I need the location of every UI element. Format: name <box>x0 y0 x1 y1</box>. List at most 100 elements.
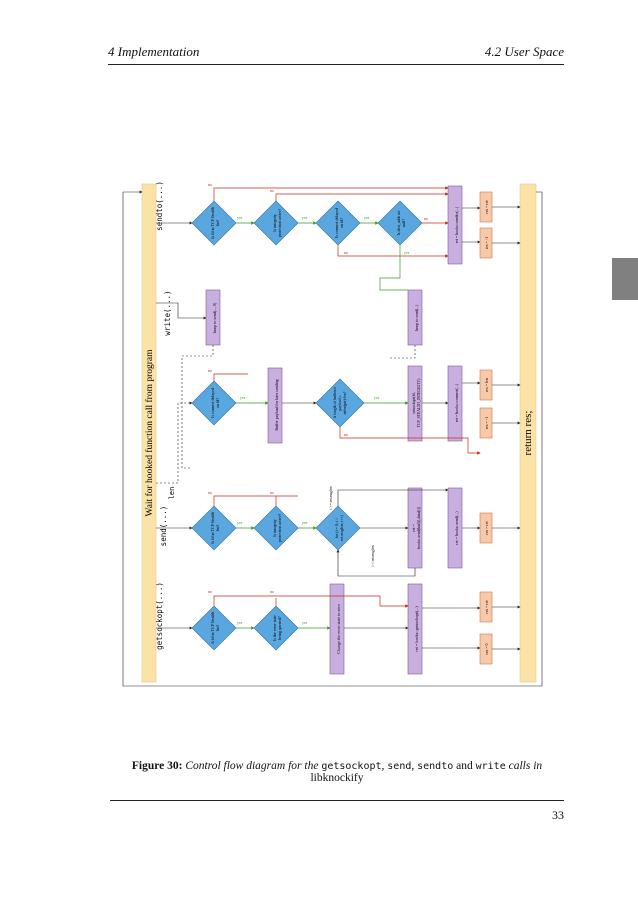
write-jump-b: Jump to send(...) <box>414 304 419 331</box>
send-no-2: no <box>270 490 274 495</box>
caption-comma-2: , <box>411 760 415 772</box>
caption-label: Figure 30: <box>131 760 183 772</box>
gso-act2: ret = hooks::getsockopt(...) <box>414 606 419 652</box>
caption-code-sendto: sendto <box>417 761 454 772</box>
conn-act1: Buffer payload for later sending <box>274 379 279 430</box>
page-number: 33 <box>552 808 564 822</box>
caption-text-calls: calls in <box>508 760 543 772</box>
control-flow-figure: Wait for hooked function call from progr… <box>118 178 554 688</box>
conn-q2-l3: strlen(ptr)-len? <box>343 391 347 414</box>
conn-no-2: no <box>344 432 348 437</box>
sendto-q4-l1: Is dest_addr set <box>396 210 401 236</box>
conn-q2-l1: Is length of buffered <box>333 387 337 418</box>
sendto-q3-no <box>337 245 449 258</box>
sendto-q4-l2: null? <box>401 219 406 227</box>
conn-ret-b: res = -1 <box>484 417 489 429</box>
gso-no-2: no <box>270 589 274 594</box>
sendto-ret-a: res = ret <box>484 200 489 214</box>
write-jump-b-dashed <box>388 345 416 359</box>
conn-yes-2: yes <box>374 395 380 400</box>
gso-q1-l2: list? <box>215 624 220 631</box>
conn-act2-l2: TCP_STEALTH_INTEGRITY) <box>417 378 421 428</box>
caption-comma-1: , <box>381 760 385 772</box>
conn-q2-l2: payload ≥ <box>338 395 342 410</box>
conn-q1-no <box>213 373 248 381</box>
action-setsockopt <box>407 365 423 442</box>
decision-connect-delayed <box>191 380 237 426</box>
decision-sendto-in-list <box>191 200 237 246</box>
write-jump-a: Jump to send(..., 0) <box>212 302 218 333</box>
sendto-yes-1: yes <box>237 215 243 220</box>
gso-no-1: no <box>208 589 212 594</box>
call-write: write(...) <box>163 290 172 335</box>
caption-and: and <box>456 760 473 772</box>
send-yes-1: yes <box>237 520 243 525</box>
send-loop-l1: for (i = 0; i < <box>334 517 339 539</box>
send-ret-call: ret = hooks::send(...) <box>454 511 459 545</box>
send-body-l1: ret = <box>411 524 416 532</box>
action-gso-change-error <box>329 583 345 675</box>
wait-label: Wait for hooked function call from progr… <box>144 349 155 517</box>
caption-code-write: write <box>475 761 506 772</box>
sendto-q1-l2: list? <box>215 219 220 226</box>
sendto-q1-l1: Is fd in TCP Stealth <box>210 207 215 239</box>
conn-act3: ret = hooks::connect(...) <box>454 383 459 422</box>
sendto-q2-l1: Is integrity <box>272 214 277 231</box>
sendto-yes-2: yes <box>302 215 308 220</box>
return-label: return res; <box>522 411 534 456</box>
action-sendto-hooks <box>447 185 463 265</box>
send-q1-no <box>213 495 298 506</box>
caption-code-send: send <box>387 761 412 772</box>
write-jump-dashed <box>181 345 214 469</box>
running-header-section: 4.2 User Space <box>484 44 564 59</box>
conn-act2-l1: setsockopt(fd, <box>412 392 417 413</box>
loop-back-line <box>122 191 543 687</box>
sendto-q3-l2: on fd? <box>339 218 344 228</box>
caption-code-getsockopt: getsockopt <box>321 761 382 772</box>
caption-libknockify: libknockify <box>310 772 364 784</box>
return-banner <box>519 183 537 683</box>
send-loop-l2: ret.msglen; i++) <box>339 514 344 541</box>
gso-q1-l1: Is fd in TCP Stealth <box>210 612 215 644</box>
sendto-no-1: no <box>208 182 212 187</box>
flowchart-svg: Wait for hooked function call from progr… <box>122 181 543 687</box>
send-ret-a: res = ret <box>484 521 489 535</box>
sendto-q4-yes <box>379 245 408 291</box>
action-gso-hooks <box>407 583 423 675</box>
wait-banner <box>141 183 157 683</box>
send-q1-l1: Is fd in TCP Stealth <box>210 512 215 544</box>
footer-rule <box>110 800 564 801</box>
sendto-q1-no <box>213 186 449 201</box>
running-header-chapter: 4 Implementation <box>108 44 200 59</box>
sendto-q2-l2: protection active? <box>277 209 282 238</box>
send-q2-l1: Is integrity <box>272 519 277 536</box>
conn-yes-1: yes <box>240 395 246 400</box>
send-yes-2: yes <box>302 520 308 525</box>
decision-send-in-list <box>191 505 237 551</box>
send-no-1: no <box>208 490 212 495</box>
send-loop-done: i >= ret.msglen <box>329 486 333 509</box>
call-getsockopt: getsockopt(...) <box>155 582 164 650</box>
gso-yes-1: yes <box>237 620 243 625</box>
send-loop-exit <box>337 488 449 506</box>
send-loop-incr: i < ret.msglen <box>371 545 375 566</box>
sendto-yes-3: yes <box>364 215 370 220</box>
send-q2-l2: protection active? <box>277 514 282 543</box>
call-send: send(...) <box>159 506 168 547</box>
gso-ret-a: res = ret <box>484 600 489 614</box>
sendto-yes-4: yes <box>404 250 410 255</box>
sendto-q2-no <box>275 192 449 201</box>
gso-q2-l2: being queried? <box>277 616 282 640</box>
decision-sendto-integrity <box>253 200 299 246</box>
gso-q1-no <box>213 595 409 608</box>
sendto-q3-l1: Is connect delayed <box>334 208 339 238</box>
figure-caption: Figure 30: Control flow diagram for the … <box>110 760 564 784</box>
conn-q1-l2: on fd? <box>215 398 220 408</box>
action-buffer-payload <box>267 367 283 444</box>
decision-send-integrity <box>253 505 299 551</box>
conn-q1-l1: Is connect delayed <box>210 388 215 418</box>
sendto-no-3: no <box>344 250 348 255</box>
call-len: len <box>168 487 176 500</box>
entry-len-dashed <box>156 401 193 484</box>
sendto-no-2: no <box>270 188 274 193</box>
